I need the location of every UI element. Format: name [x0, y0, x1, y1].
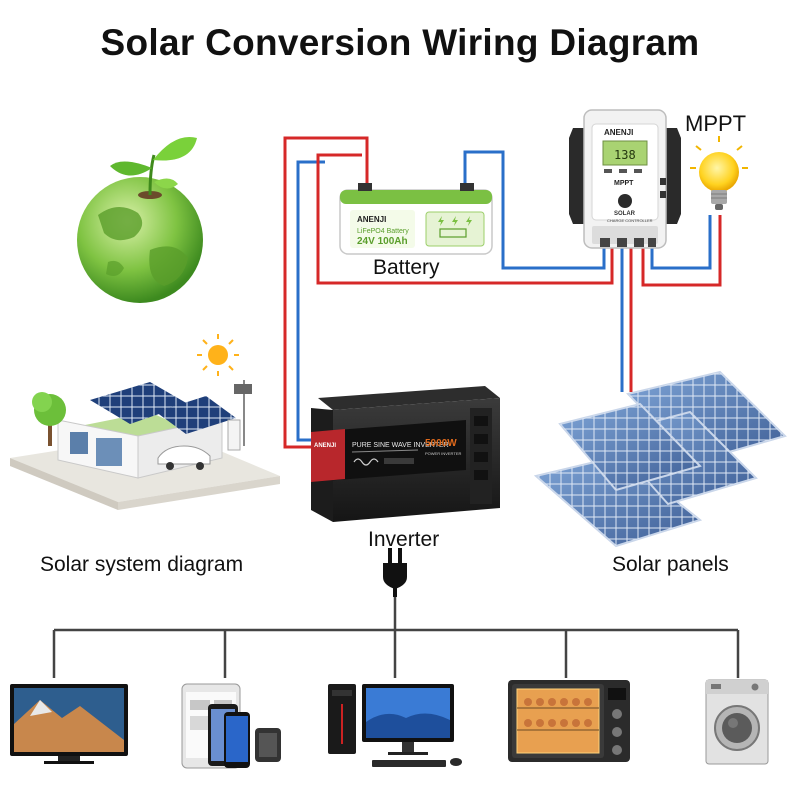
- mppt-name: MPPT: [614, 180, 634, 187]
- lifepo4-battery: ANENJI LiFePO4 Battery 24V 100Ah: [339, 183, 493, 255]
- desktop-pc-icon: [328, 684, 462, 767]
- power-plug-icon: [383, 548, 407, 597]
- inverter-power: 5000W: [425, 438, 457, 449]
- inverter-battery-negative-wire: [296, 160, 325, 442]
- mppt-lamp-positive-wire: [641, 215, 722, 287]
- ac-load-wiring: [52, 595, 740, 678]
- inverter-battery-positive-wire: [283, 136, 369, 449]
- battery-brand: ANENJI: [357, 215, 386, 224]
- solar-panels-label: Solar panels: [612, 553, 729, 576]
- tv-icon: [10, 684, 128, 764]
- dc-wiring: [283, 136, 722, 449]
- solar-system-label: Solar system diagram: [40, 553, 244, 576]
- mppt-charge-controller: ANENJI 138 MPPT SOLAR CHARGE CONTROLLER: [569, 109, 681, 249]
- phone-tablet-icon: [181, 683, 281, 769]
- inverter-subtitle: POWER INVERTER: [425, 451, 461, 456]
- pure-sine-wave-inverter: ANENJI PURE SINE WAVE INVERTER 5000W POW…: [311, 386, 500, 522]
- light-bulb-icon: [690, 136, 748, 210]
- diagram-title: Solar Conversion Wiring Diagram: [100, 22, 700, 63]
- battery-type: LiFePO4 Battery: [357, 228, 409, 235]
- oven-icon: [508, 680, 630, 762]
- battery-mppt-negative-wire: [463, 150, 606, 270]
- mppt-label: MPPT: [685, 111, 747, 136]
- mppt-lamp-negative-wire: [650, 215, 712, 270]
- battery-mppt-positive-return-wire: [316, 188, 614, 285]
- inverter-brand: ANENJI: [314, 443, 336, 449]
- mppt-caption-2: CHARGE CONTROLLER: [607, 218, 653, 223]
- solar-house-illustration: [10, 334, 280, 510]
- battery-rating: 24V 100Ah: [357, 236, 408, 247]
- mppt-caption-1: SOLAR: [614, 211, 636, 217]
- battery-mppt-positive-wire: [316, 153, 362, 188]
- eco-globe-icon: [77, 136, 203, 303]
- solar-panels-illustration: [533, 370, 787, 548]
- mppt-display-value: 138: [614, 148, 636, 162]
- mppt-knob: [618, 194, 632, 208]
- mppt-brand: ANENJI: [604, 128, 633, 137]
- inverter-model: PURE SINE WAVE INVERTER: [352, 442, 449, 449]
- washing-machine-icon: [705, 679, 769, 765]
- battery-label: Battery: [373, 256, 440, 279]
- inverter-label: Inverter: [368, 528, 440, 551]
